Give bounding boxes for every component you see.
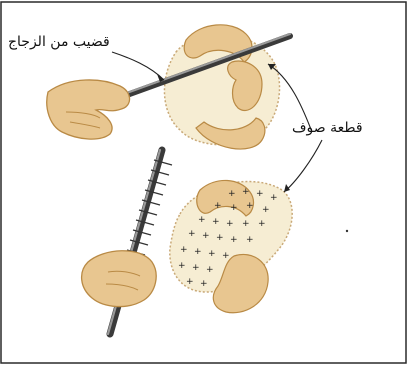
svg-text:+: + <box>186 277 194 287</box>
svg-text:+: + <box>270 193 278 203</box>
svg-text:+: + <box>200 279 208 289</box>
label-wool-piece: قطعة صوف <box>292 120 363 136</box>
svg-text:+: + <box>242 187 250 197</box>
svg-text:+: + <box>212 217 220 227</box>
svg-text:+: + <box>226 219 234 229</box>
svg-text:+: + <box>208 249 216 259</box>
svg-text:+: + <box>214 201 222 211</box>
svg-text:+: + <box>222 251 230 261</box>
svg-text:+: + <box>202 231 210 241</box>
svg-text:+: + <box>216 233 224 243</box>
svg-text:+: + <box>256 189 264 199</box>
svg-text:+: + <box>192 263 200 273</box>
svg-text:+: + <box>198 215 206 225</box>
stray-dot <box>346 230 348 232</box>
svg-text:+: + <box>242 219 250 229</box>
svg-text:+: + <box>228 189 236 199</box>
svg-text:+: + <box>194 247 202 257</box>
svg-text:+: + <box>258 219 266 229</box>
hand-top-left <box>47 80 130 139</box>
svg-text:+: + <box>180 245 188 255</box>
hand-bottom-left <box>82 251 157 307</box>
svg-text:+: + <box>178 261 186 271</box>
svg-text:+: + <box>246 235 254 245</box>
svg-text:+: + <box>246 201 254 211</box>
svg-text:+: + <box>206 265 214 275</box>
svg-text:+: + <box>230 203 238 213</box>
svg-text:+: + <box>230 235 238 245</box>
svg-text:+: + <box>262 205 270 215</box>
bottom-scene: ++++ ++++ +++++ +++++ ++++ +++ ++ <box>82 150 293 334</box>
svg-text:+: + <box>188 229 196 239</box>
label-glass-rod: قضيب من الزجاج <box>8 34 110 50</box>
